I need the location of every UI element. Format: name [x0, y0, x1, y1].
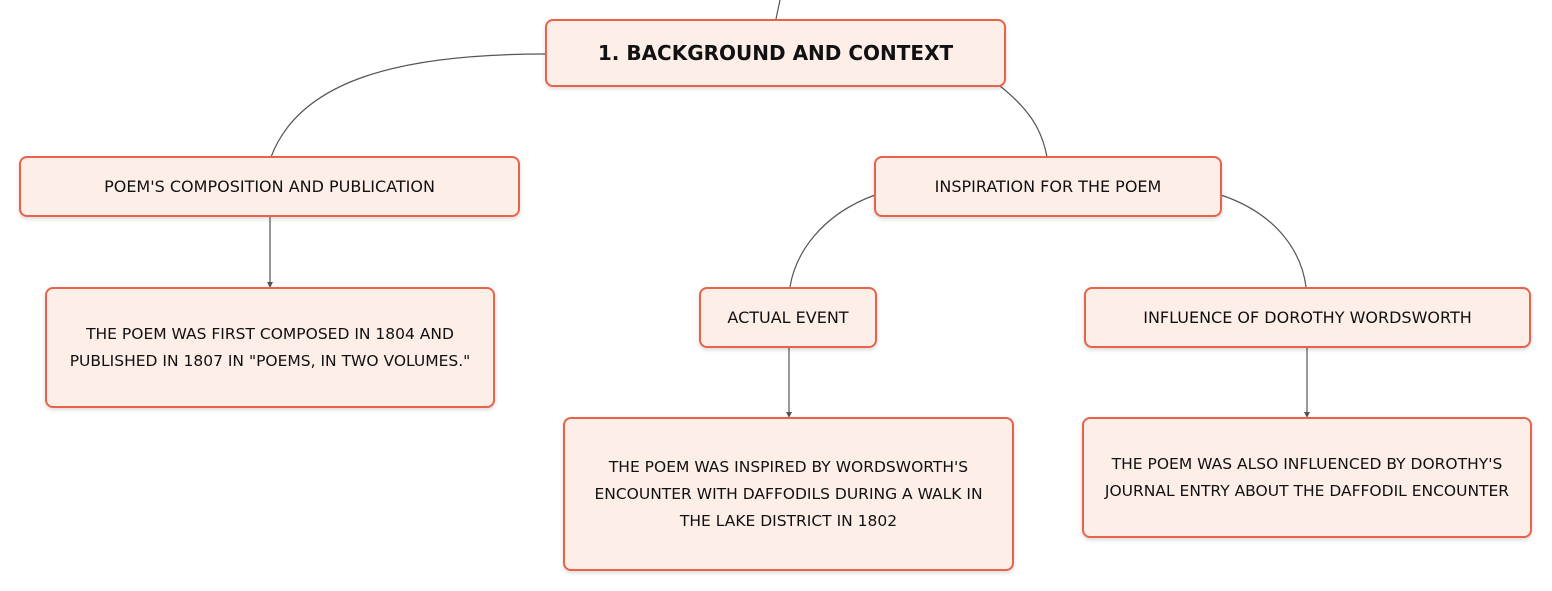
actual-event-node[interactable]: ACTUAL EVENT	[699, 287, 877, 348]
root-node[interactable]: 1. BACKGROUND AND CONTEXT	[545, 19, 1006, 87]
inspiration-node-label: INSPIRATION FOR THE POEM	[934, 177, 1162, 196]
actual-event-detail-node[interactable]: THE POEM WAS INSPIRED BY WORDSWORTH'S EN…	[563, 417, 1014, 571]
actual-event-node-label: ACTUAL EVENT	[727, 308, 849, 327]
dorothy-node-label: INFLUENCE OF DOROTHY WORDSWORTH	[1143, 308, 1472, 327]
connector-root-parent	[775, 0, 781, 20]
composition-detail-text: THE POEM WAS FIRST COMPOSED IN 1804 AND …	[69, 324, 471, 370]
root-node-label: 1. BACKGROUND AND CONTEXT	[597, 40, 954, 65]
connector-root-to-inspiration	[999, 85, 1048, 158]
actual-event-detail-text: THE POEM WAS INSPIRED BY WORDSWORTH'S EN…	[594, 457, 983, 530]
composition-node-label: POEM'S COMPOSITION AND PUBLICATION	[104, 177, 435, 196]
inspiration-node[interactable]: INSPIRATION FOR THE POEM	[874, 156, 1222, 217]
connector-root-to-composition	[270, 53, 546, 158]
connector-inspiration-to-actual-event	[789, 194, 876, 288]
connector-inspiration-to-dorothy	[1220, 194, 1307, 288]
composition-node[interactable]: POEM'S COMPOSITION AND PUBLICATION	[19, 156, 520, 217]
dorothy-detail-text: THE POEM WAS ALSO INFLUENCED BY DOROTHY'…	[1104, 454, 1510, 500]
composition-detail-node[interactable]: THE POEM WAS FIRST COMPOSED IN 1804 AND …	[45, 287, 495, 408]
dorothy-detail-node[interactable]: THE POEM WAS ALSO INFLUENCED BY DOROTHY'…	[1082, 417, 1532, 538]
dorothy-node[interactable]: INFLUENCE OF DOROTHY WORDSWORTH	[1084, 287, 1531, 348]
